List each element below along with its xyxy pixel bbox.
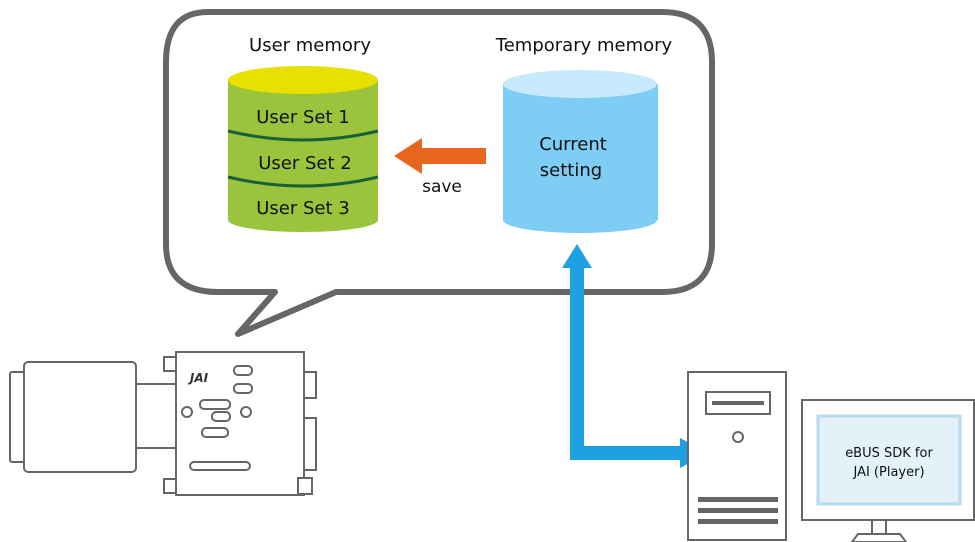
monitor-screen-line1: eBUS SDK for bbox=[845, 446, 933, 461]
temporary-memory-title: Temporary memory bbox=[495, 35, 673, 56]
save-label: save bbox=[422, 177, 462, 197]
pc-tower-icon bbox=[687, 371, 787, 541]
current-setting-line2: setting bbox=[540, 160, 602, 181]
current-setting-line1: Current bbox=[539, 134, 607, 155]
temporary-memory-cylinder bbox=[503, 70, 658, 233]
save-arrow-icon bbox=[394, 138, 486, 174]
monitor-icon bbox=[801, 399, 975, 542]
monitor-screen-line2: JAI (Player) bbox=[852, 465, 924, 480]
user-set-1-label: User Set 1 bbox=[256, 107, 349, 128]
user-set-2-label: User Set 2 bbox=[258, 153, 351, 174]
set-divider-line bbox=[227, 129, 379, 142]
camera-logo: JAI bbox=[188, 371, 209, 385]
user-set-3-label: User Set 3 bbox=[256, 198, 349, 219]
camera-icon bbox=[9, 351, 317, 496]
set-divider-line bbox=[227, 175, 379, 188]
user-memory-title: User memory bbox=[249, 35, 371, 56]
user-memory-cylinder bbox=[227, 66, 379, 232]
